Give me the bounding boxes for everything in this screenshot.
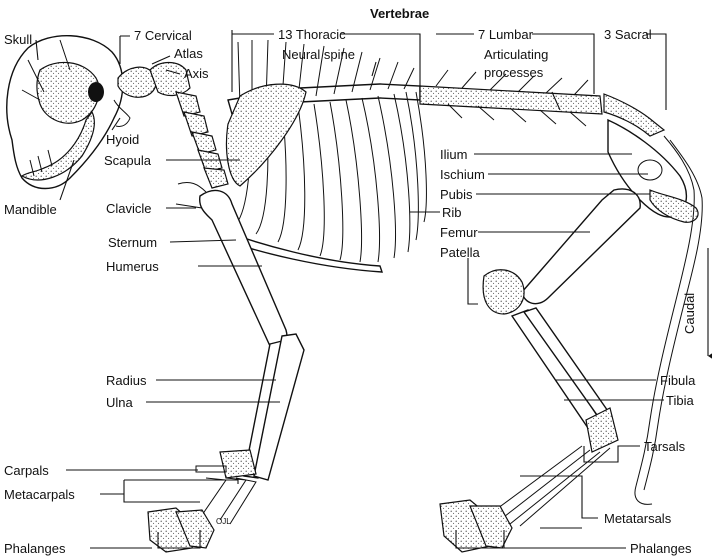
label-neural-spine: Neural spine [282, 47, 355, 62]
label-metacarpals: Metacarpals [4, 487, 75, 502]
label-humerus: Humerus [106, 259, 159, 274]
label-ilium: Ilium [440, 147, 467, 162]
hind-leg [440, 189, 640, 552]
label-clavicle: Clavicle [106, 201, 152, 216]
label-thoracic: 13 Thoracic [278, 27, 346, 42]
label-lumbar: 7 Lumbar [478, 27, 534, 42]
label-scapula: Scapula [104, 153, 152, 168]
label-phalanges-front: Phalanges [4, 541, 66, 556]
label-sacral: 3 Sacral [604, 27, 652, 42]
label-axis: Axis [184, 66, 209, 81]
label-ischium: Ischium [440, 167, 485, 182]
label-phalanges-hind: Phalanges [630, 541, 692, 556]
label-mandible: Mandible [4, 202, 57, 217]
label-articulating-line2: processes [484, 65, 544, 80]
label-atlas: Atlas [174, 46, 203, 61]
label-skull: Skull [4, 32, 32, 47]
label-cervical: 7 Cervical [134, 28, 192, 43]
label-carpals: Carpals [4, 463, 49, 478]
label-tarsals: Tarsals [644, 439, 686, 454]
label-fibula: Fibula [660, 373, 696, 388]
label-vertebrae-heading: Vertebrae [370, 6, 429, 21]
label-hyoid: Hyoid [106, 132, 139, 147]
front-leg [148, 190, 304, 552]
label-femur: Femur [440, 225, 478, 240]
label-metatarsals: Metatarsals [604, 511, 672, 526]
label-pubis: Pubis [440, 187, 473, 202]
label-caudal: Caudal [682, 293, 697, 334]
skeleton-artwork [7, 36, 702, 552]
label-sternum: Sternum [108, 235, 157, 250]
scapula-bone [227, 84, 307, 186]
label-articulating-line1: Articulating [484, 47, 548, 62]
artist-initials: OJL [216, 517, 231, 526]
label-tibia: Tibia [666, 393, 694, 408]
label-ulna: Ulna [106, 395, 134, 410]
label-rib: Rib [442, 205, 462, 220]
cervical-vertebrae [118, 63, 228, 189]
label-radius: Radius [106, 373, 147, 388]
label-patella: Patella [440, 245, 481, 260]
